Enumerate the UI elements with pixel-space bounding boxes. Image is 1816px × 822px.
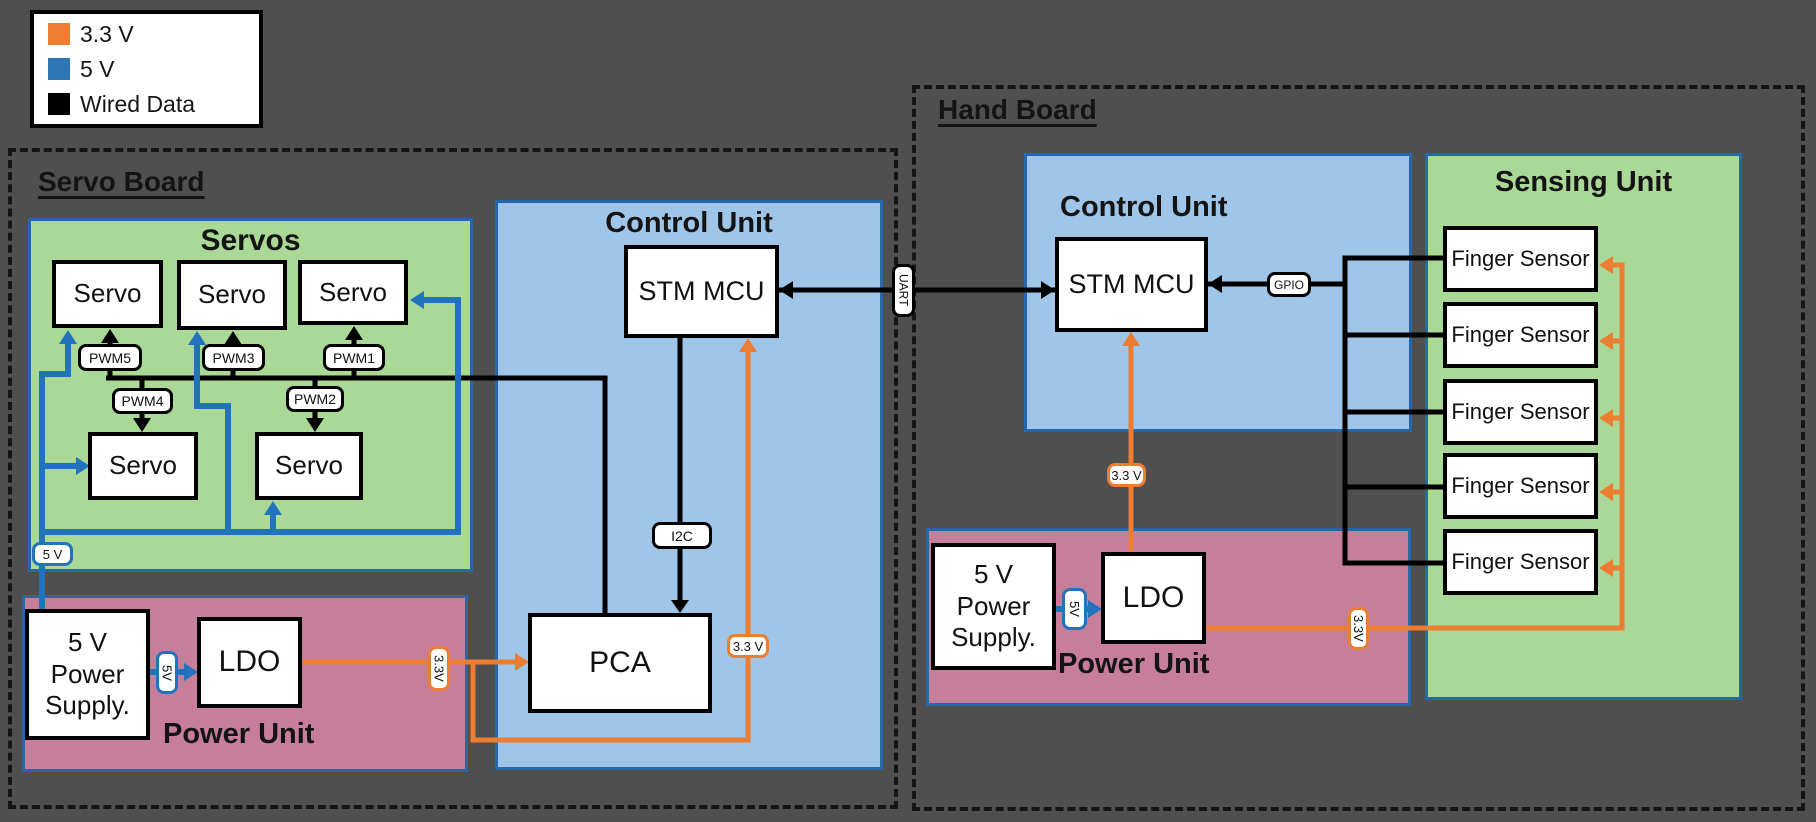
- servo-control-33v-label: 3.3 V: [727, 634, 769, 658]
- pwm4-arrowhead: [133, 418, 151, 432]
- hand-ldo-stm-arrowhead: [1122, 332, 1140, 346]
- uart-label: UART: [892, 264, 915, 317]
- pwm3-label: PWM3: [202, 344, 265, 371]
- pwm5-label: PWM5: [78, 344, 142, 371]
- servo-supply-ldo-arrowhead: [184, 663, 198, 681]
- sensor1-33v-arrowhead: [1599, 256, 1613, 274]
- ldo-stm-wire: [470, 352, 751, 743]
- servo-board-title: Servo Board: [38, 166, 205, 197]
- pwm2-arrowhead: [306, 418, 324, 432]
- hand-33v-label: 3.3V: [1348, 607, 1369, 650]
- hand-control-unit-title: Control Unit: [1060, 191, 1228, 223]
- servo5-5v-arrowhead: [264, 501, 282, 515]
- pca-box: PCA: [528, 613, 712, 713]
- gpio-arrowhead: [1208, 275, 1222, 293]
- finger-sensor-box-3: Finger Sensor: [1443, 379, 1598, 445]
- ldo-pca-arrowhead: [515, 653, 529, 671]
- hand-board-outline: [912, 85, 1805, 811]
- servo2-5v-wire: [194, 345, 231, 532]
- hand-stm-mcu-box: STM MCU: [1055, 237, 1208, 332]
- legend-label: 5 V: [80, 55, 115, 82]
- sensor5-33v-arrowhead: [1599, 559, 1613, 577]
- finger-sensor-box-4: Finger Sensor: [1443, 453, 1598, 519]
- legend-item-5v: 5 V: [48, 56, 259, 83]
- i2c-label: I2C: [652, 522, 712, 549]
- hand-supply-ldo-arrowhead: [1088, 600, 1102, 618]
- pwm1-label: PWM1: [323, 344, 385, 371]
- hand-control-33v-label: 3.3 V: [1107, 463, 1146, 487]
- servo-box-2: Servo: [177, 260, 287, 330]
- sensor4-33v-arrowhead: [1599, 483, 1613, 501]
- pwm5-arrowhead: [101, 329, 119, 343]
- 5v-bus-wire: [42, 297, 461, 535]
- servo4-5v-arrowhead: [76, 457, 90, 475]
- supply-5v-riser: [39, 344, 71, 610]
- gpio-label: GPIO: [1267, 272, 1311, 297]
- servo-power-supply-box: 5 V Power Supply.: [25, 609, 150, 740]
- servo-33v-label: 3.3V: [428, 646, 450, 691]
- hand-ldo-box: LDO: [1101, 552, 1206, 644]
- legend-label: Wired Data: [80, 90, 196, 117]
- servo-box-5: Servo: [255, 432, 363, 500]
- servo-board-outline: [8, 148, 898, 809]
- legend-item-33v: 3.3 V: [48, 21, 259, 48]
- ldo-stm-arrowhead: [739, 338, 757, 352]
- servo-5v-wire-label: 5 V: [32, 542, 73, 566]
- servo-power-unit-title: Power Unit: [163, 718, 315, 750]
- hand-5v-label: 5V: [1062, 588, 1087, 630]
- finger-sensor-box-1: Finger Sensor: [1443, 226, 1598, 292]
- servo1-5v-arrowhead: [59, 330, 77, 344]
- servo-control-unit-title: Control Unit: [605, 207, 773, 239]
- pwm3-arrowhead: [224, 331, 242, 345]
- uart-arrowhead-right: [1041, 281, 1055, 299]
- sensor-33v-bus: [1206, 262, 1625, 631]
- legend-item-wired-data: Wired Data: [48, 91, 259, 118]
- sensor3-33v-arrowhead: [1599, 409, 1613, 427]
- hand-power-supply-box: 5 V Power Supply.: [931, 543, 1056, 670]
- legend-label: 3.3 V: [80, 20, 134, 47]
- finger-sensor-box-2: Finger Sensor: [1443, 302, 1598, 368]
- servo-box-1: Servo: [52, 260, 163, 328]
- pwm1-arrowhead: [345, 326, 363, 340]
- servo-ldo-box: LDO: [197, 617, 302, 708]
- sensor2-33v-arrowhead: [1599, 332, 1613, 350]
- i2c-arrowhead: [671, 600, 689, 613]
- sensor-data-bus: [1342, 255, 1443, 566]
- black-swatch-icon: [48, 93, 70, 115]
- servo-box-4: Servo: [88, 432, 198, 500]
- servo2-5v-arrowhead: [188, 331, 206, 345]
- sensing-unit-title: Sensing Unit: [1494, 166, 1673, 198]
- finger-sensor-box-5: Finger Sensor: [1443, 529, 1598, 595]
- servo-5v-label: 5V: [156, 651, 178, 694]
- legend: 3.3 V 5 V Wired Data: [30, 10, 263, 128]
- pwm2-label: PWM2: [286, 386, 344, 412]
- hand-board-title: Hand Board: [938, 94, 1097, 125]
- servos-unit-title: Servos: [200, 224, 301, 257]
- blue-swatch-icon: [48, 58, 70, 80]
- hand-power-unit-title: Power Unit: [1058, 648, 1210, 680]
- servo3-5v-arrowhead: [410, 291, 424, 309]
- pwm-bus-wire: [106, 375, 608, 613]
- servo-stm-mcu-box: STM MCU: [624, 245, 779, 338]
- uart-arrowhead-left: [779, 281, 793, 299]
- servo-box-3: Servo: [298, 260, 408, 325]
- orange-swatch-icon: [48, 23, 70, 45]
- pwm4-label: PWM4: [112, 388, 173, 414]
